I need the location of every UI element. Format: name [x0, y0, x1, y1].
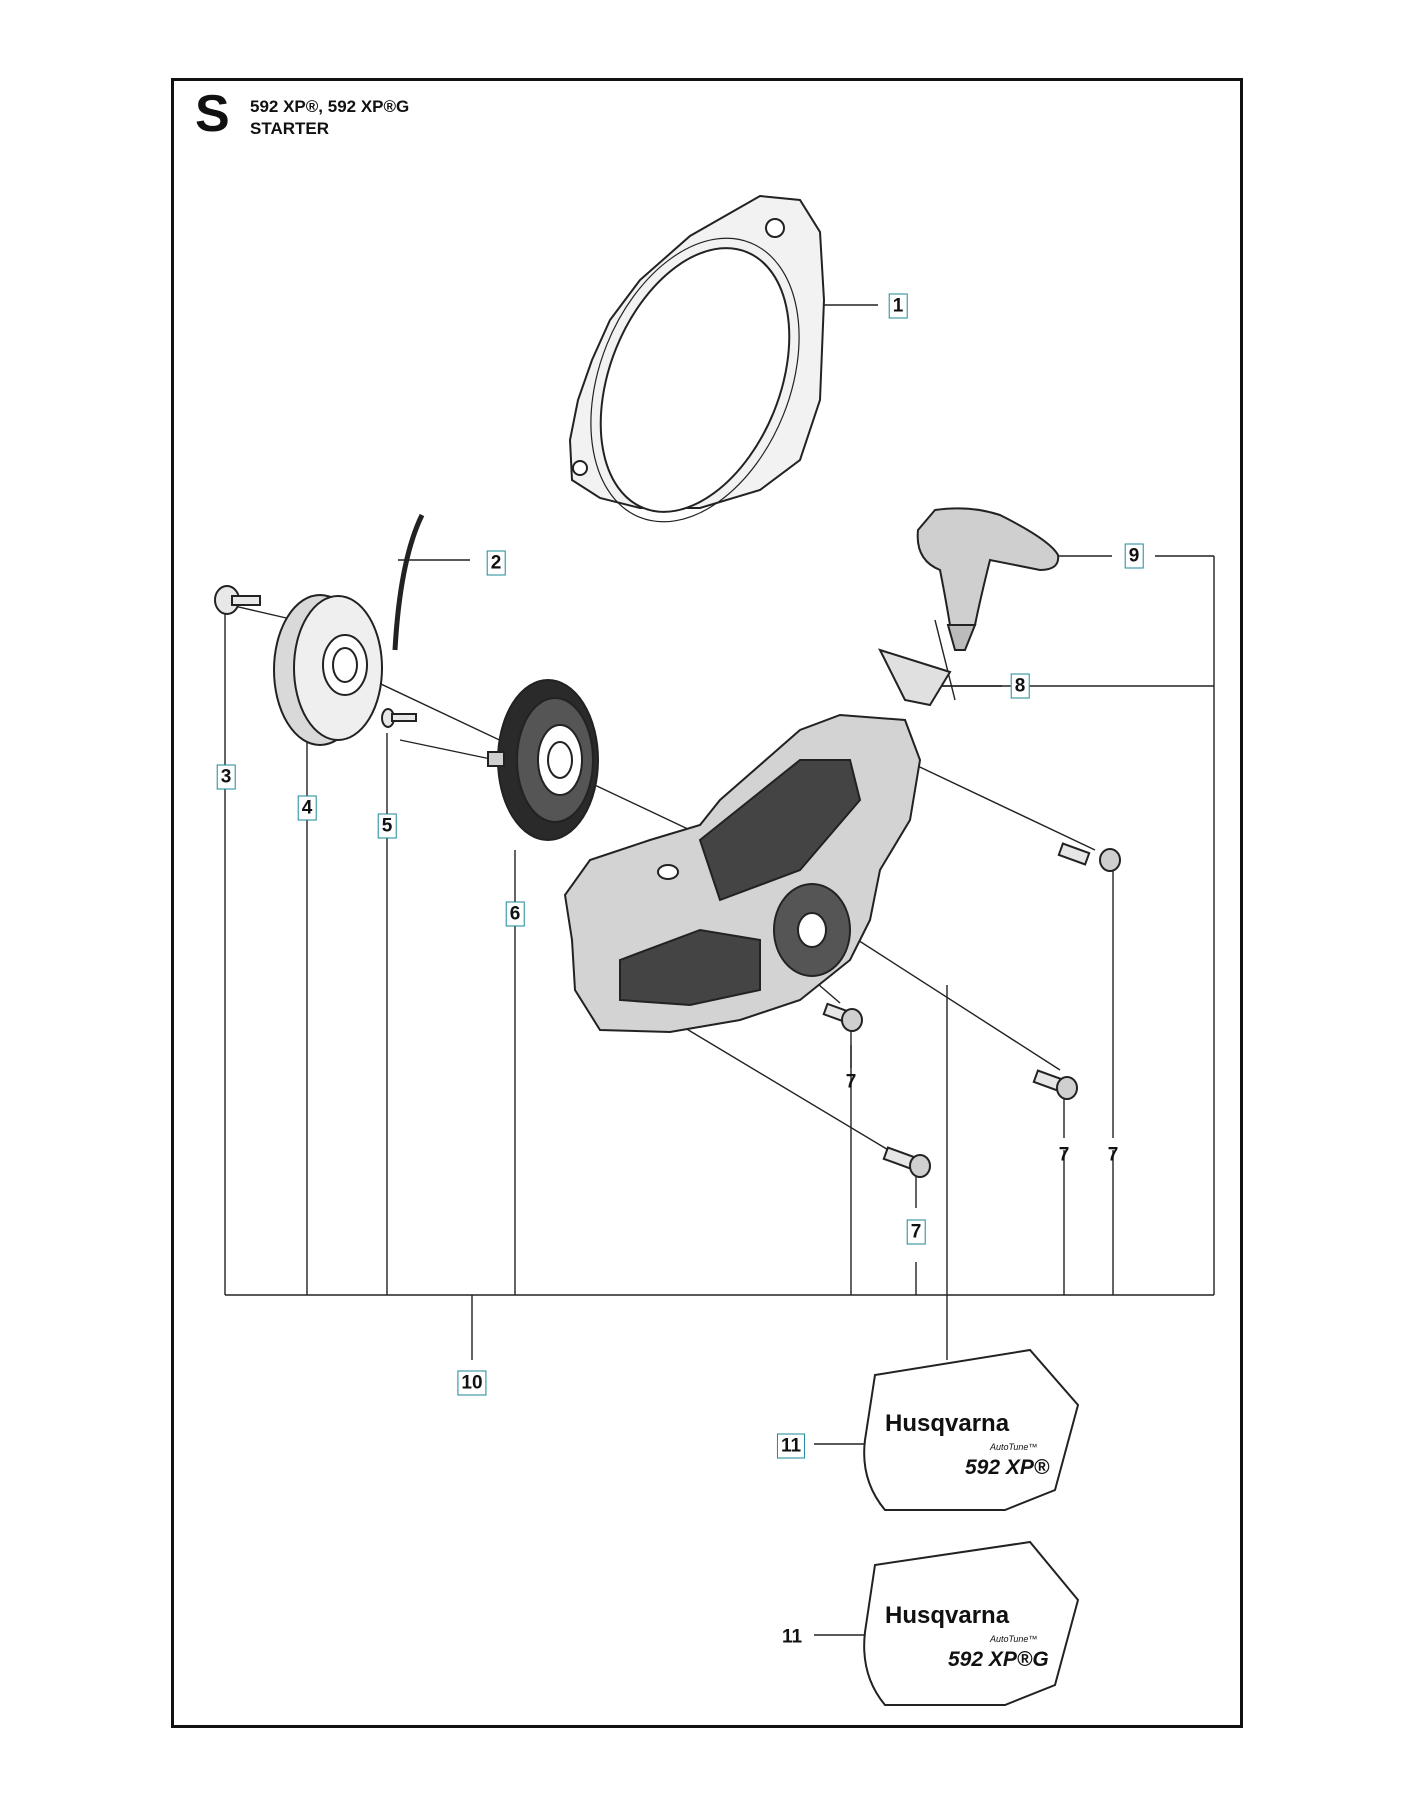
callout-9[interactable]: 9 [1124, 543, 1144, 569]
starter-housing-part [563, 713, 922, 1034]
callout-7a[interactable]: 7 [845, 1071, 857, 1093]
housing-screws [822, 842, 1121, 1178]
callout-10[interactable]: 10 [457, 1370, 487, 1396]
callout-4[interactable]: 4 [297, 795, 317, 821]
decal-sub: AutoTune™ [990, 1442, 1038, 1452]
callout-5[interactable]: 5 [377, 813, 397, 839]
callout-6[interactable]: 6 [505, 901, 525, 927]
callout-2[interactable]: 2 [486, 550, 506, 576]
decal-outline-xpg [863, 1540, 1080, 1706]
decal-outline-xp [863, 1348, 1080, 1511]
model-title: 592 XP®, 592 XP®G [250, 97, 410, 116]
starter-handle-part [916, 507, 1060, 651]
callout-1[interactable]: 1 [888, 293, 908, 319]
callout-7d[interactable]: 7 [906, 1219, 926, 1245]
starter-rope-part [392, 513, 425, 651]
decal-brand: Husqvarna [885, 1602, 1010, 1629]
decal-model: 592 XP®G [948, 1648, 1049, 1671]
rope-guide-part [878, 648, 952, 707]
callout-7b[interactable]: 7 [1058, 1144, 1070, 1166]
callout-11b[interactable]: 11 [781, 1626, 803, 1648]
diagram-frame [171, 78, 1243, 1728]
spring-cassette-part [487, 679, 599, 841]
starter-pulley-part [273, 594, 383, 746]
decal-sub: AutoTune™ [990, 1634, 1038, 1644]
callout-8[interactable]: 8 [1010, 673, 1030, 699]
callout-7c[interactable]: 7 [1107, 1144, 1119, 1166]
section-title: STARTER [250, 119, 330, 138]
decal-brand: Husqvarna [885, 1410, 1010, 1437]
fan-cover-part [568, 194, 826, 523]
section-letter: S [195, 85, 230, 143]
callout-11a[interactable]: 11 [776, 1433, 806, 1459]
decal-model: 592 XP® [965, 1456, 1050, 1479]
center-screw-part [214, 585, 261, 615]
callout-3[interactable]: 3 [216, 764, 236, 790]
pin-part [381, 708, 417, 728]
